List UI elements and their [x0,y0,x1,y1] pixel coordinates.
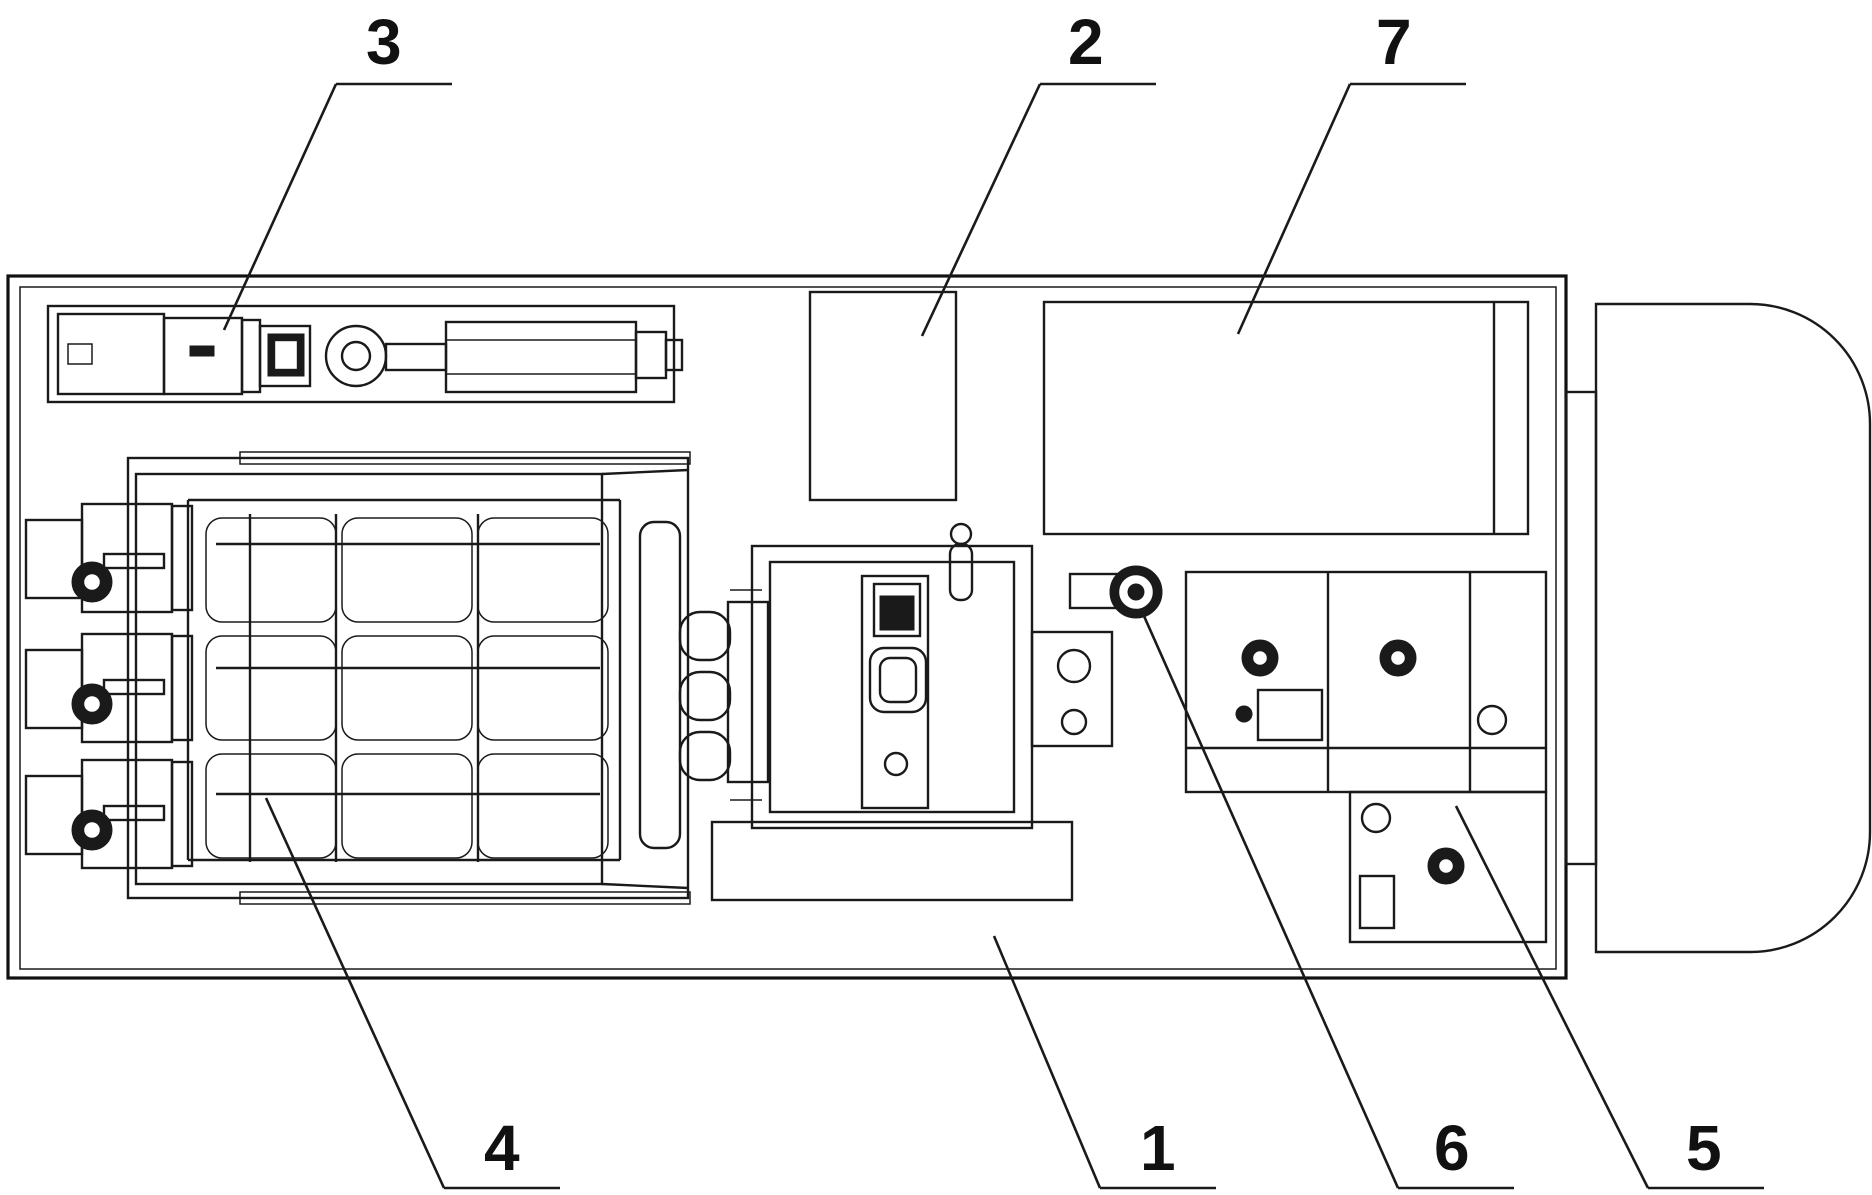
motor-row [24,502,194,870]
component-4-frame [126,451,691,905]
callout-label-6: 6 [1434,1112,1470,1184]
central-motor-unit [710,522,1114,902]
bottle-grid [205,514,609,862]
callout-label-4: 4 [484,1112,520,1184]
component-6-valve [1068,565,1163,619]
callout-label-2: 2 [1068,6,1104,78]
callout-label-1: 1 [1140,1112,1176,1184]
component-2-cabinet [808,290,958,502]
callout-label-3: 3 [366,6,402,78]
callout-label-7: 7 [1376,6,1412,78]
component-7-tank [1042,300,1530,536]
pump-assembly [46,304,684,404]
leader-lines [222,82,1764,1190]
component-5-control-cabinets [1184,570,1548,944]
cab-unit [1564,302,1872,954]
coupling-hoses [638,520,762,850]
callout-label-5: 5 [1686,1112,1722,1184]
